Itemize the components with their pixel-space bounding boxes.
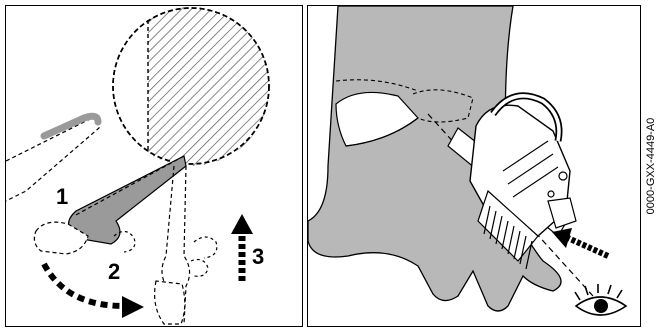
arrow-curved-icon [44, 264, 144, 318]
panel-plunge-cut-steps: 1 2 3 [5, 5, 303, 327]
bar-outline-side [6, 116, 100, 201]
panel-tree-felling-view [307, 5, 641, 327]
arrow-left-icon [552, 228, 608, 256]
saw-position-3 [155, 166, 217, 324]
plunge-cut-drawing [6, 6, 303, 327]
eye-icon [575, 284, 626, 315]
felling-drawing [308, 6, 641, 327]
step-2-label: 2 [108, 261, 120, 283]
arrow-up-icon [231, 214, 253, 281]
step-3-label: 3 [252, 246, 264, 268]
figure-reference-code: 0000-GXX-4449-A0 [645, 118, 657, 215]
trunk-cross-section [113, 7, 269, 166]
step-1-label: 1 [56, 186, 68, 208]
